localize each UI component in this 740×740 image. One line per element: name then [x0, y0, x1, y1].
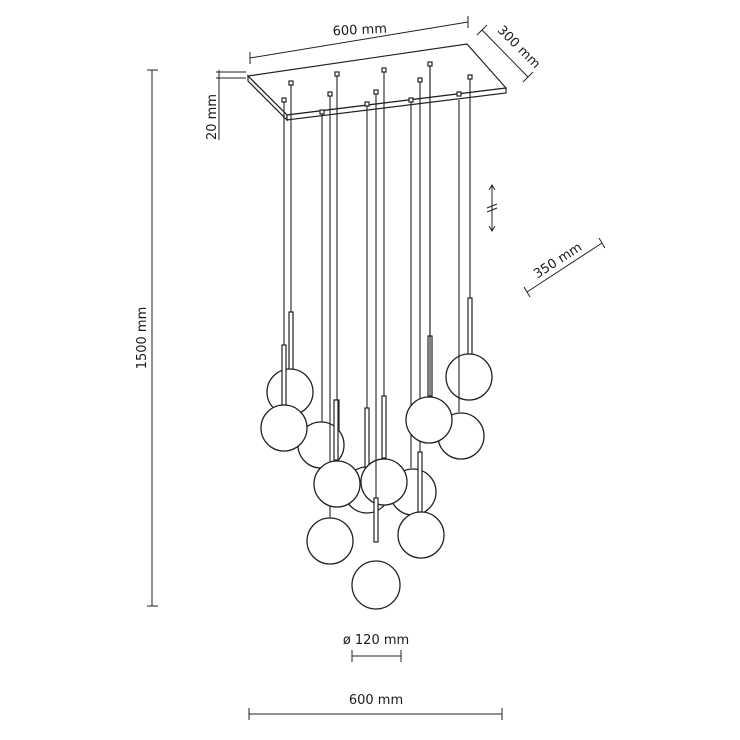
globe-7: [260, 404, 308, 452]
globe-11: [313, 460, 361, 508]
pendant-6: [389, 97, 437, 516]
globe-diameter-dimension: ø 120 mm: [343, 633, 409, 662]
pendant-10: [381, 66, 453, 459]
pendant-7: [260, 97, 308, 452]
pendant-lights: [260, 61, 493, 610]
globe-12: [360, 458, 408, 506]
adjustable-cord-icon: [486, 184, 498, 232]
globe-2: [445, 353, 493, 401]
bottom-width-dimension: 600 mm: [248, 693, 503, 720]
pendant-9: [397, 77, 445, 559]
canopy-plate: [246, 43, 508, 122]
top-width-label: 600 mm: [332, 22, 387, 40]
globe-diameter-label: ø 120 mm: [343, 633, 409, 648]
adjust-label: 350 mm: [531, 240, 585, 282]
bottom-width-label: 600 mm: [349, 693, 403, 708]
adjust-350-dimension: 350 mm: [523, 237, 606, 298]
pendant-12: [360, 458, 408, 506]
total-height-label: 1500 mm: [135, 307, 150, 370]
depth-label: 300 mm: [494, 23, 543, 72]
pendant-13: [351, 89, 401, 610]
pendant-11: [313, 399, 361, 508]
globe-8: [306, 517, 354, 565]
globe-13: [351, 560, 401, 610]
globe-9: [397, 511, 445, 559]
total-height-dimension: 1500 mm: [135, 69, 158, 607]
top-width-dimension: 600 mm: [249, 16, 469, 64]
canopy-height-label: 20 mm: [205, 94, 220, 140]
height-20-dimension: 20 mm: [205, 70, 246, 140]
pendant-2: [445, 74, 493, 401]
globe-10: [405, 396, 453, 444]
pendant-1: [266, 80, 314, 416]
pendant-8: [306, 91, 354, 565]
